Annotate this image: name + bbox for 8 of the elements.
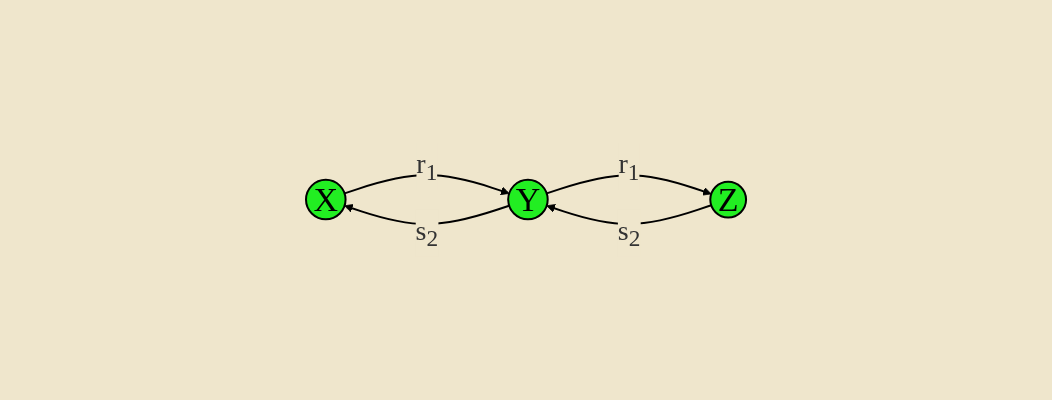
edge-label: r$_{1}$ [416, 148, 438, 186]
node-circle: Y [507, 179, 549, 221]
edge-label: s$_{2}$ [415, 215, 439, 252]
edge-label: s$_{2}$ [617, 214, 641, 252]
node-circle: Z [709, 181, 748, 219]
edge-label: r$_{1}$ [618, 148, 640, 186]
node-circle: X [304, 179, 347, 221]
arrow [343, 174, 510, 196]
